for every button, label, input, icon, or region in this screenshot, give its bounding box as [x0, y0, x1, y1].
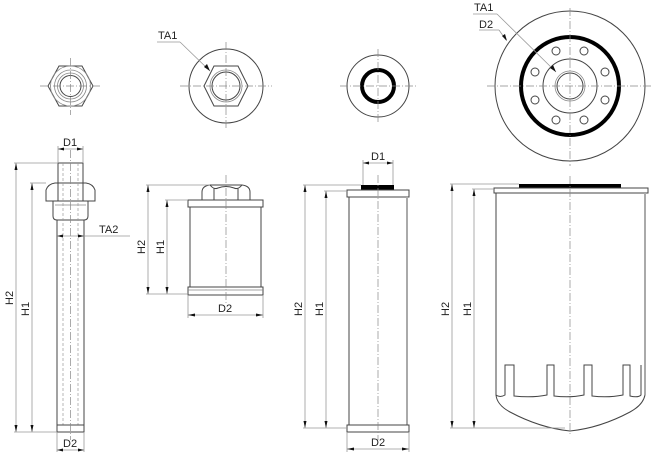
view-2-side: H2 H1 D2: [136, 175, 264, 318]
view-3-h1-label: H1: [314, 302, 326, 316]
view-1-top: [40, 58, 101, 115]
view-1-d1-label: D1: [63, 137, 77, 149]
view-3-top: [340, 49, 416, 123]
view-3-d2-label: D2: [371, 437, 385, 449]
view-2-h1-label: H1: [155, 240, 167, 254]
view-4-d2-label: D2: [479, 19, 493, 31]
view-4-ta1-label: TA1: [474, 2, 493, 14]
view-2-top: TA1: [157, 30, 272, 128]
view-4-top: TA1 D2: [473, 2, 653, 166]
view-1-d2-label: D2: [63, 438, 77, 450]
view-2-ta1-label: TA1: [158, 30, 177, 42]
view-4-h1-label: H1: [462, 302, 474, 316]
view-4-side: H2 H1: [440, 176, 649, 435]
view-1-side: D1 TA2 H2 H1 D2: [4, 137, 130, 452]
dome-bottom: [495, 394, 646, 432]
view-3-h2-label: H2: [293, 302, 305, 316]
view-1-h1-label: H1: [20, 302, 32, 316]
hex-body: [45, 182, 96, 202]
view-1-h2-label: H2: [4, 291, 16, 305]
slot-pattern: [495, 364, 642, 398]
view-2-d2-label: D2: [218, 303, 232, 315]
view-4-h2-label: H2: [440, 302, 452, 316]
view-3-side: D1 H2 H1 D2: [293, 151, 410, 452]
gasket: [361, 185, 394, 190]
view-1-ta2-label: TA2: [99, 224, 118, 236]
view-2-h2-label: H2: [136, 240, 148, 254]
view-3-d1-label: D1: [371, 151, 385, 163]
bolt-holes: [530, 46, 610, 125]
